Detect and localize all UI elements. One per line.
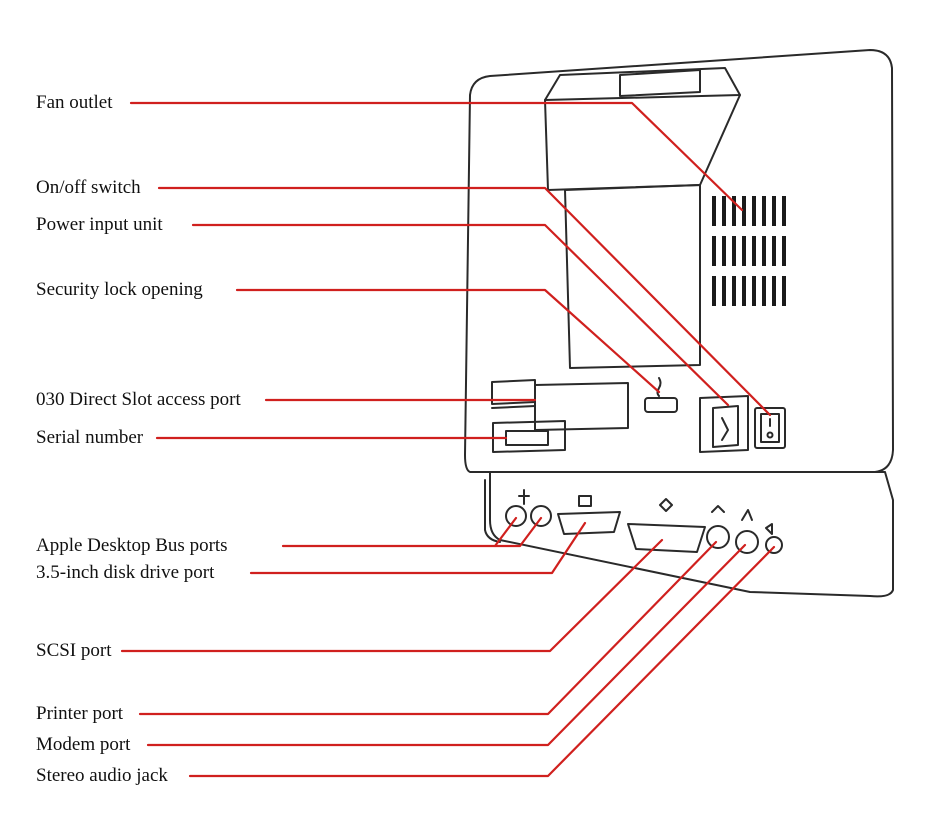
printer-port bbox=[706, 525, 730, 549]
printer-icon bbox=[711, 505, 725, 513]
callout-printer-port: Printer port bbox=[36, 703, 124, 724]
slot-port-edge bbox=[491, 405, 536, 409]
callout-apple-desktop-bus-ports: Apple Desktop Bus ports bbox=[36, 535, 228, 556]
security-lock-icon bbox=[656, 377, 662, 397]
disk-drive-icon bbox=[578, 495, 592, 507]
adb-icon bbox=[518, 489, 530, 505]
leader-disk-drive-port bbox=[249, 521, 587, 575]
scsi-port bbox=[627, 523, 706, 553]
serial-plate bbox=[492, 420, 566, 453]
slot-port-panel bbox=[534, 382, 629, 431]
on-off-switch-off-mark bbox=[766, 431, 774, 439]
modem-icon bbox=[741, 509, 753, 521]
leader-security-lock-opening bbox=[235, 288, 661, 394]
on-off-switch-housing bbox=[754, 407, 786, 449]
leader-printer-port bbox=[138, 540, 718, 716]
audio-jack bbox=[765, 536, 783, 554]
audio-icon bbox=[765, 523, 773, 535]
leader-modem-port bbox=[146, 543, 747, 747]
leader-adb-port-1 bbox=[281, 516, 518, 548]
security-lock bbox=[644, 397, 678, 413]
leader-on-off-switch bbox=[157, 186, 772, 417]
power-input-socket bbox=[712, 405, 739, 448]
callout-power-input-unit: Power input unit bbox=[36, 214, 163, 235]
scsi-icon bbox=[659, 498, 673, 512]
adb-port-1 bbox=[505, 505, 527, 527]
power-input-prong bbox=[721, 417, 729, 441]
case-outline bbox=[464, 49, 894, 473]
callout-serial-number: Serial number bbox=[36, 427, 144, 448]
callout-disk-drive-port: 3.5-inch disk drive port bbox=[36, 562, 215, 583]
callout-security-lock-opening: Security lock opening bbox=[36, 279, 203, 300]
callout-fan-outlet: Fan outlet bbox=[36, 92, 113, 113]
leader-scsi-port bbox=[120, 538, 664, 653]
top-handle bbox=[544, 67, 741, 101]
base-outline bbox=[489, 471, 894, 598]
callout-direct-slot-access-port: 030 Direct Slot access port bbox=[36, 389, 241, 410]
disk-drive-port bbox=[557, 511, 621, 535]
modem-port bbox=[735, 530, 759, 554]
callout-stereo-audio-jack: Stereo audio jack bbox=[36, 765, 168, 786]
top-handle-inner bbox=[619, 69, 701, 97]
leader-adb-port-2 bbox=[493, 516, 543, 548]
adb-port-2 bbox=[530, 505, 552, 527]
leader-power-input-unit bbox=[191, 223, 730, 407]
leader-stereo-audio-jack bbox=[188, 545, 776, 778]
fan-outlet-vents bbox=[712, 196, 786, 306]
leader-fan-outlet bbox=[129, 101, 744, 212]
callout-scsi-port: SCSI port bbox=[36, 640, 112, 661]
callout-on-off-switch: On/off switch bbox=[36, 177, 141, 198]
rear-panel bbox=[564, 184, 701, 369]
power-input-housing bbox=[699, 395, 749, 453]
callout-modem-port: Modem port bbox=[36, 734, 131, 755]
